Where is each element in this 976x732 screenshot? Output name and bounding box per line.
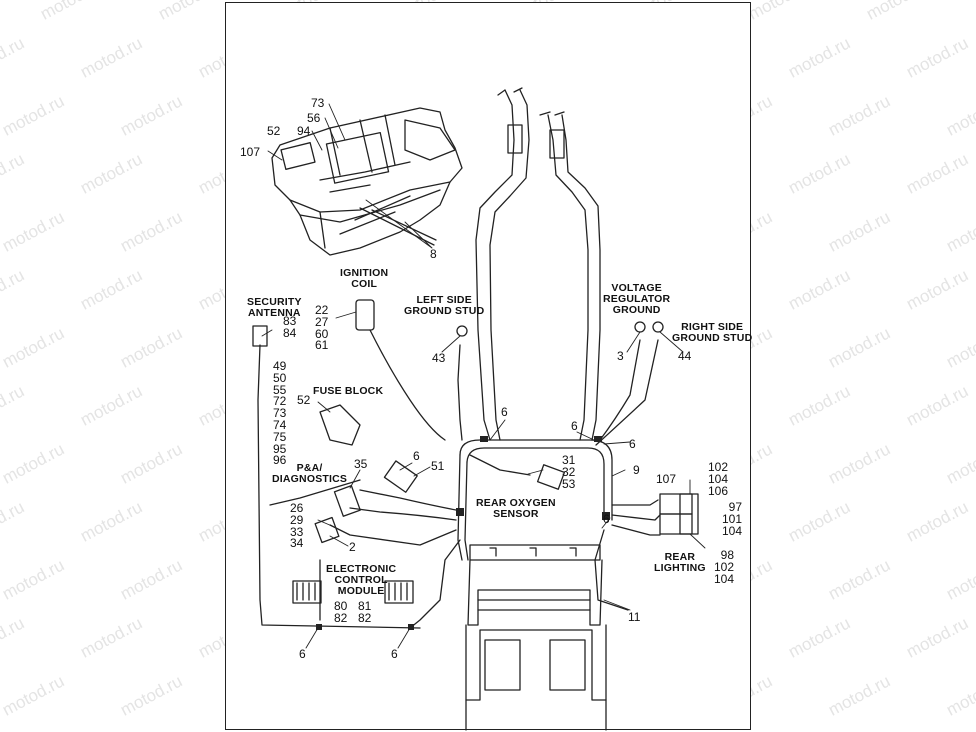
label-fuse-block: FUSE BLOCK xyxy=(313,385,384,397)
callout-11: 11 xyxy=(628,610,641,624)
callout-94: 94 xyxy=(297,124,311,138)
callout-51: 51 xyxy=(431,459,445,473)
callout-6-ecm-right: 6 xyxy=(391,647,398,661)
callout-52-fuse: 52 xyxy=(297,393,311,407)
callout-6-top-right: 6 xyxy=(571,419,578,433)
leader-lines xyxy=(261,103,706,649)
callout-6-fuse: 6 xyxy=(413,449,420,463)
frame-drawing xyxy=(465,544,607,731)
callout-107-rear: 107 xyxy=(656,472,677,486)
callout-73: 73 xyxy=(311,96,325,110)
callout-56: 56 xyxy=(307,111,321,125)
callout-6-rear: 6 xyxy=(603,512,610,526)
main-harness-drawing xyxy=(257,87,661,629)
callout-3: 3 xyxy=(617,349,624,363)
callout-9: 9 xyxy=(633,463,640,477)
callout-6-top-left: 6 xyxy=(501,405,508,419)
diagram-frame xyxy=(225,2,751,730)
callout-8: 8 xyxy=(430,247,437,261)
callout-44: 44 xyxy=(678,349,692,363)
label-pa-diagnostics: P&A/DIAGNOSTICS xyxy=(272,462,348,485)
callout-2: 2 xyxy=(349,540,356,554)
callout-6-ecm-left: 6 xyxy=(299,647,306,661)
callout-43: 43 xyxy=(432,351,446,365)
components-drawing xyxy=(252,299,699,604)
callout-35: 35 xyxy=(354,457,368,471)
callout-52: 52 xyxy=(267,124,281,138)
callout-107: 107 xyxy=(240,145,261,159)
callout-6-right: 6 xyxy=(629,437,636,451)
clamp-marks xyxy=(316,436,610,630)
electrical-caddy-drawing xyxy=(271,107,463,256)
